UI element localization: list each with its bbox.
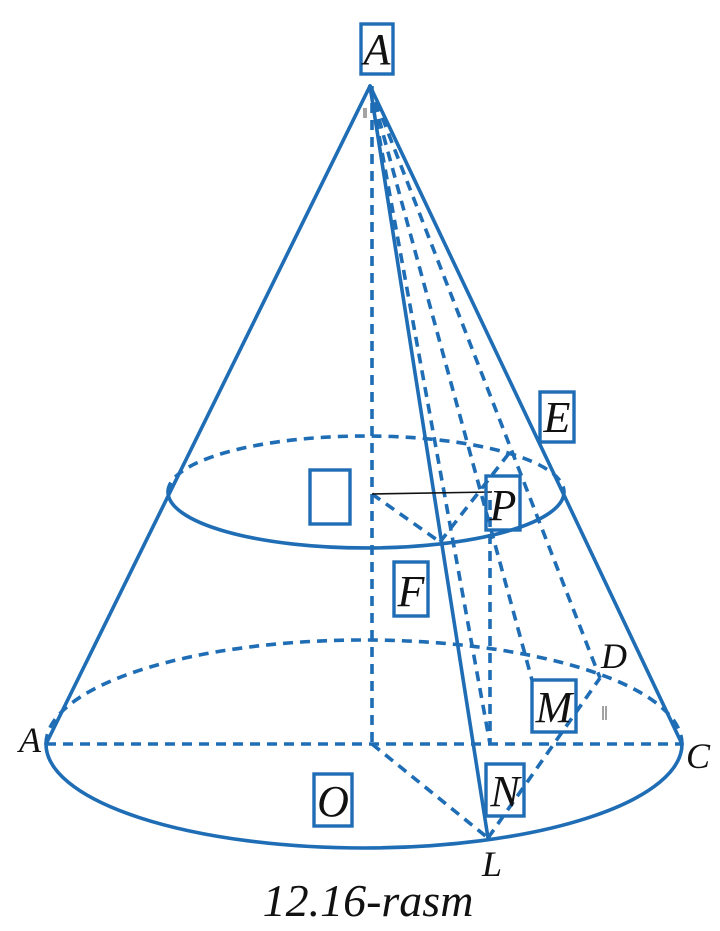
label-p: P [489, 481, 517, 530]
label-box-m [530, 678, 578, 734]
segment-k-p [371, 491, 493, 495]
label-e: E [543, 393, 571, 442]
figure-caption: 12.16-rasm [263, 875, 474, 926]
segment-o-l [370, 742, 490, 840]
label-box-n [484, 762, 526, 818]
segment-f-top [438, 450, 512, 544]
label-box-e [538, 390, 576, 444]
small-mark-right [602, 706, 607, 720]
segment-a-d [368, 85, 602, 679]
label-o: O [317, 777, 349, 826]
segment-a-m [368, 85, 534, 681]
section-ellipse-back [166, 434, 566, 493]
label-d: D [600, 636, 627, 676]
small-mark-top [363, 108, 367, 118]
segment-a-n [368, 85, 492, 745]
label-apex: A [361, 25, 392, 74]
section-ellipse-front [166, 490, 566, 550]
label-box-k [308, 468, 352, 526]
slant-edge-left [44, 84, 372, 746]
label-n: N [489, 767, 522, 816]
slant-edge-right [368, 84, 684, 746]
label-box-p [484, 474, 522, 532]
label-box-apex [359, 22, 395, 76]
label-f: F [397, 567, 426, 616]
base-ellipse-back [44, 638, 684, 745]
label-box-f [392, 560, 430, 618]
label-box-o [312, 772, 354, 828]
segment-l-d [486, 676, 602, 840]
base-ellipse-front [44, 742, 684, 850]
label-m: M [535, 683, 575, 732]
label-c: C [686, 736, 711, 776]
segment-a-l [368, 84, 490, 840]
segment-k-f [370, 492, 442, 544]
label-l: L [481, 844, 502, 884]
label-left-a: A [17, 720, 42, 760]
